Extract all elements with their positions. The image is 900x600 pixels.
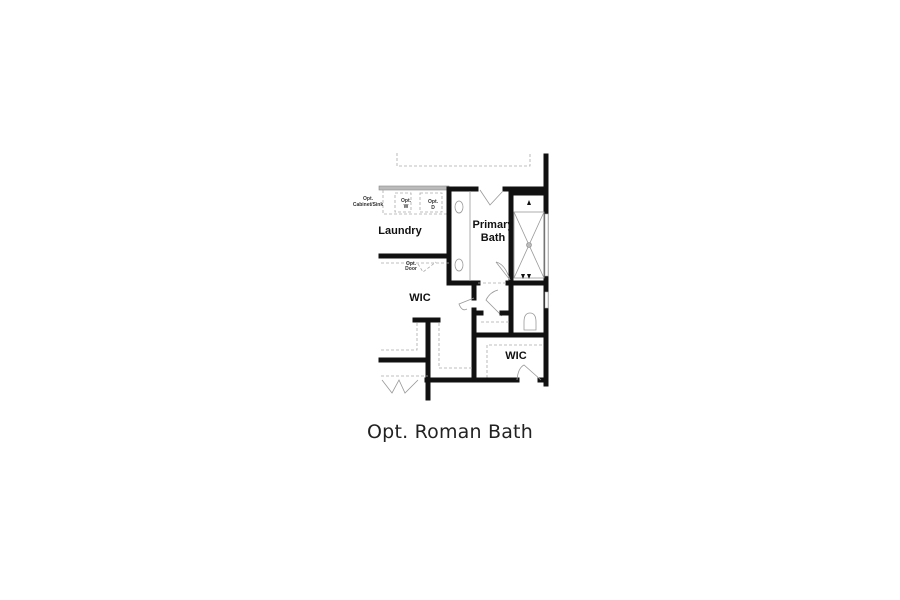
wic-right-door-swing [516, 364, 542, 381]
opt-d-label-1: Opt. [428, 199, 439, 205]
sink-lower [454, 258, 464, 272]
primary-bath-label-2: Bath [481, 232, 506, 244]
washer-outline [394, 192, 412, 213]
shower-valve-icon [521, 274, 525, 279]
plan-caption: Opt. Roman Bath [367, 421, 533, 443]
opt-door-label-1: Opt. [406, 261, 417, 267]
wic-right-label: WIC [505, 350, 526, 362]
dryer-outline [419, 192, 443, 213]
countertop [378, 185, 450, 191]
shower-valve-icon-2 [527, 274, 531, 279]
wc-door-swing [485, 289, 503, 317]
window-shower [544, 213, 549, 277]
sink-upper [454, 200, 464, 214]
wic-left-label: WIC [409, 292, 430, 304]
primary-bath-label-1: Primary [473, 219, 515, 231]
window-wc [544, 291, 549, 309]
opt-cabinet-sink-label-1: Opt. [363, 196, 374, 202]
shower-head-icon [527, 200, 531, 205]
opt-d-label-2: D [431, 205, 435, 211]
opt-w-label-2: W [404, 204, 409, 210]
bifold-door [381, 379, 419, 394]
toilet-icon [523, 312, 537, 331]
wic-right-shelf [486, 344, 543, 378]
opt-cabinet-sink-label-2: Cabinet/Sink [353, 202, 384, 208]
shower-door-swing [495, 261, 511, 281]
opt-w-label-1: Opt. [401, 198, 412, 204]
door-swing-top [479, 189, 504, 206]
opt-door-label-2: Door [405, 266, 417, 272]
wic-left-shelf-1 [381, 323, 418, 351]
laundry-label: Laundry [378, 225, 422, 237]
shower-drain-icon [526, 242, 532, 248]
wic-door-swing [458, 297, 475, 311]
opt-door-swing [417, 261, 437, 273]
cabinet-outline [382, 190, 448, 215]
upper-room-outline [396, 153, 531, 167]
wic-left-shelf-2 [438, 323, 474, 369]
shower-door [495, 261, 511, 281]
